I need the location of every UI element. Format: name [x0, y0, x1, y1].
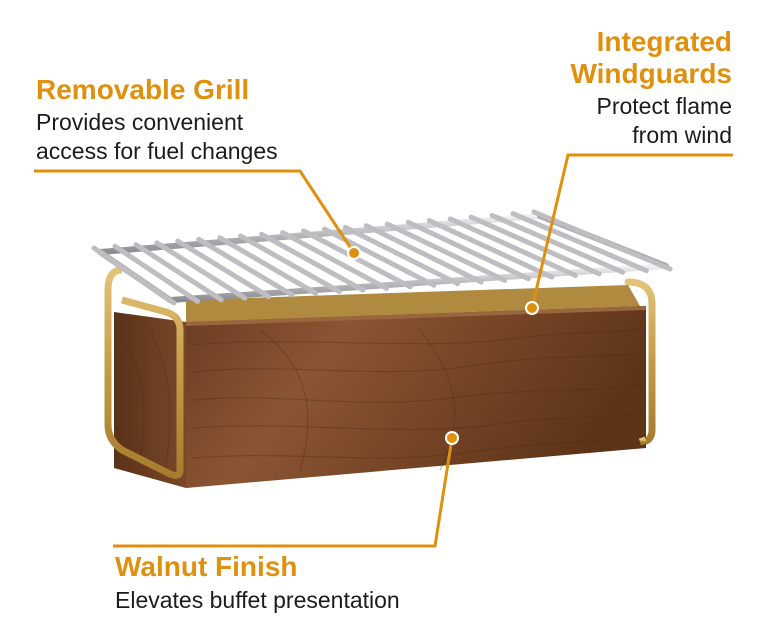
grill-bar — [426, 218, 555, 280]
grill-bar — [259, 231, 366, 293]
windguards-title-line: Integrated — [596, 26, 732, 57]
windguards-title-line: Windguards — [570, 58, 732, 89]
grill-bar — [405, 219, 531, 282]
grill-bar — [133, 242, 224, 303]
grill-desc-line: Provides convenient — [36, 109, 244, 135]
grill-bar — [175, 238, 271, 300]
grill-dot — [347, 246, 361, 260]
grill-bar — [217, 235, 319, 296]
windguards-desc-line: from wind — [632, 122, 732, 148]
walnut-desc-line: Elevates buffet presentation — [115, 587, 400, 613]
grill-bar — [196, 236, 295, 298]
grill-leader — [34, 169, 356, 254]
windguards-desc-line: Protect flame — [596, 93, 733, 119]
windguard-leader — [530, 153, 733, 309]
grill-bar — [531, 209, 673, 272]
grill-bar — [238, 233, 342, 295]
grill-title: Removable Grill — [36, 74, 250, 105]
windguards-title: Integrated Windguards — [570, 26, 732, 90]
walnut-leader — [113, 437, 454, 548]
leader-lines — [34, 153, 733, 548]
walnut-description: Elevates buffet presentation — [115, 586, 400, 615]
grill-bar — [342, 224, 460, 287]
windguard-dot — [525, 301, 539, 315]
windguards-description: Protect flame from wind — [597, 92, 733, 150]
grill-bar — [510, 211, 649, 274]
grill-bar — [91, 245, 177, 306]
grill-bar — [468, 214, 602, 277]
grill — [91, 209, 673, 306]
grill-bar — [363, 223, 484, 285]
brass-frame-left — [104, 266, 648, 479]
walnut-title: Walnut Finish — [115, 551, 298, 582]
leader-dots — [347, 246, 539, 445]
grill-bar — [154, 240, 248, 301]
grill-bar — [384, 221, 508, 283]
grill-bar — [280, 230, 390, 291]
walnut-box — [114, 306, 646, 488]
grill-description: Provides convenient access for fuel chan… — [36, 108, 278, 166]
grill-bar — [112, 243, 201, 304]
walnut-dot — [445, 431, 459, 445]
grill-bar — [447, 216, 579, 278]
grill-desc-line: access for fuel changes — [36, 138, 278, 164]
brass-frame-right — [624, 278, 656, 446]
grill-bar — [489, 212, 626, 275]
